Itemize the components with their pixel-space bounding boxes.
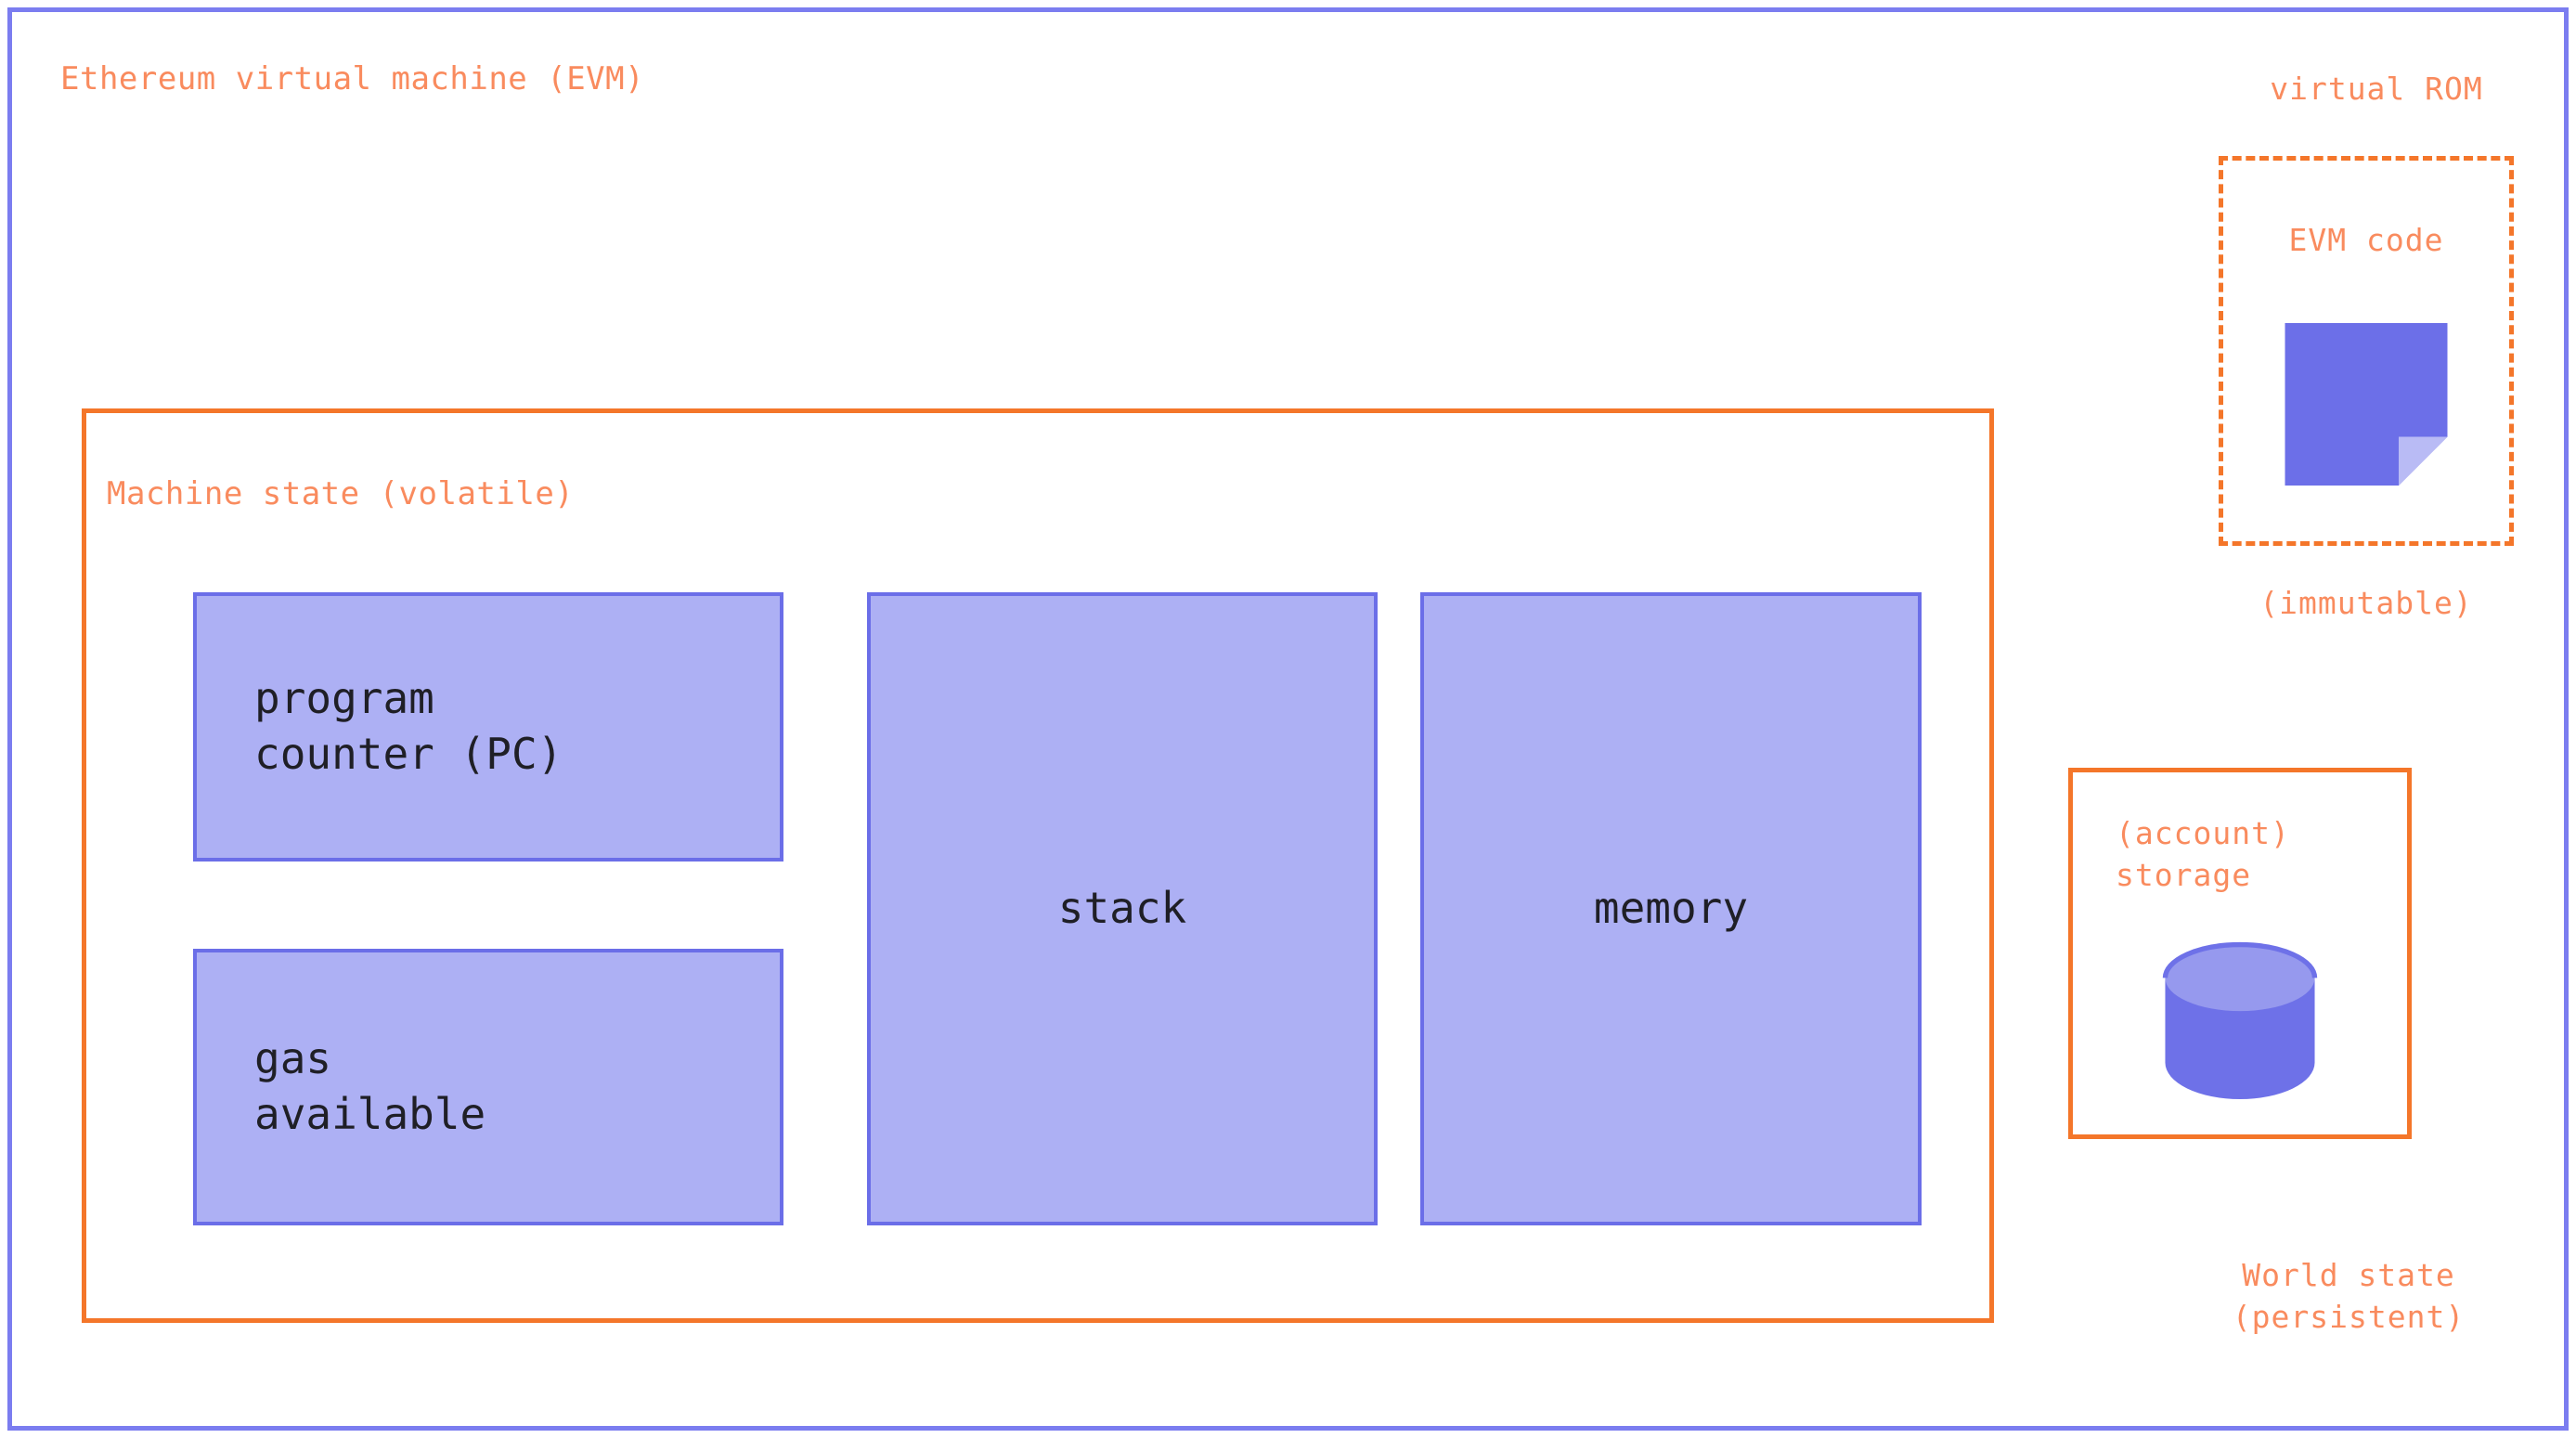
world-state-caption: World state (persistent) — [2232, 1257, 2466, 1335]
account-storage-label: (account) storage — [2116, 815, 2290, 893]
evm-code-box: EVM code — [2219, 156, 2514, 546]
document-page-icon — [2285, 323, 2448, 486]
memory-label: memory — [1593, 883, 1749, 934]
program-counter-label: program counter (PC) — [254, 673, 563, 779]
gas-available-box: gas available — [193, 949, 783, 1225]
machine-state-title: Machine state (volatile) — [107, 475, 575, 512]
virtual-rom-heading: virtual ROM — [2270, 71, 2483, 107]
immutable-footnote: (immutable) — [2259, 585, 2473, 621]
program-counter-box: program counter (PC) — [193, 592, 783, 862]
stack-label: stack — [1057, 883, 1187, 934]
stack-box: stack — [867, 592, 1378, 1225]
gas-available-label: gas available — [254, 1033, 486, 1139]
account-storage-box: (account) storage — [2068, 768, 2412, 1139]
page-title: Ethereum virtual machine (EVM) — [60, 60, 645, 97]
evm-code-label: EVM code — [2288, 222, 2444, 258]
database-cylinder-icon — [2162, 941, 2318, 1099]
memory-box: memory — [1420, 592, 1922, 1225]
